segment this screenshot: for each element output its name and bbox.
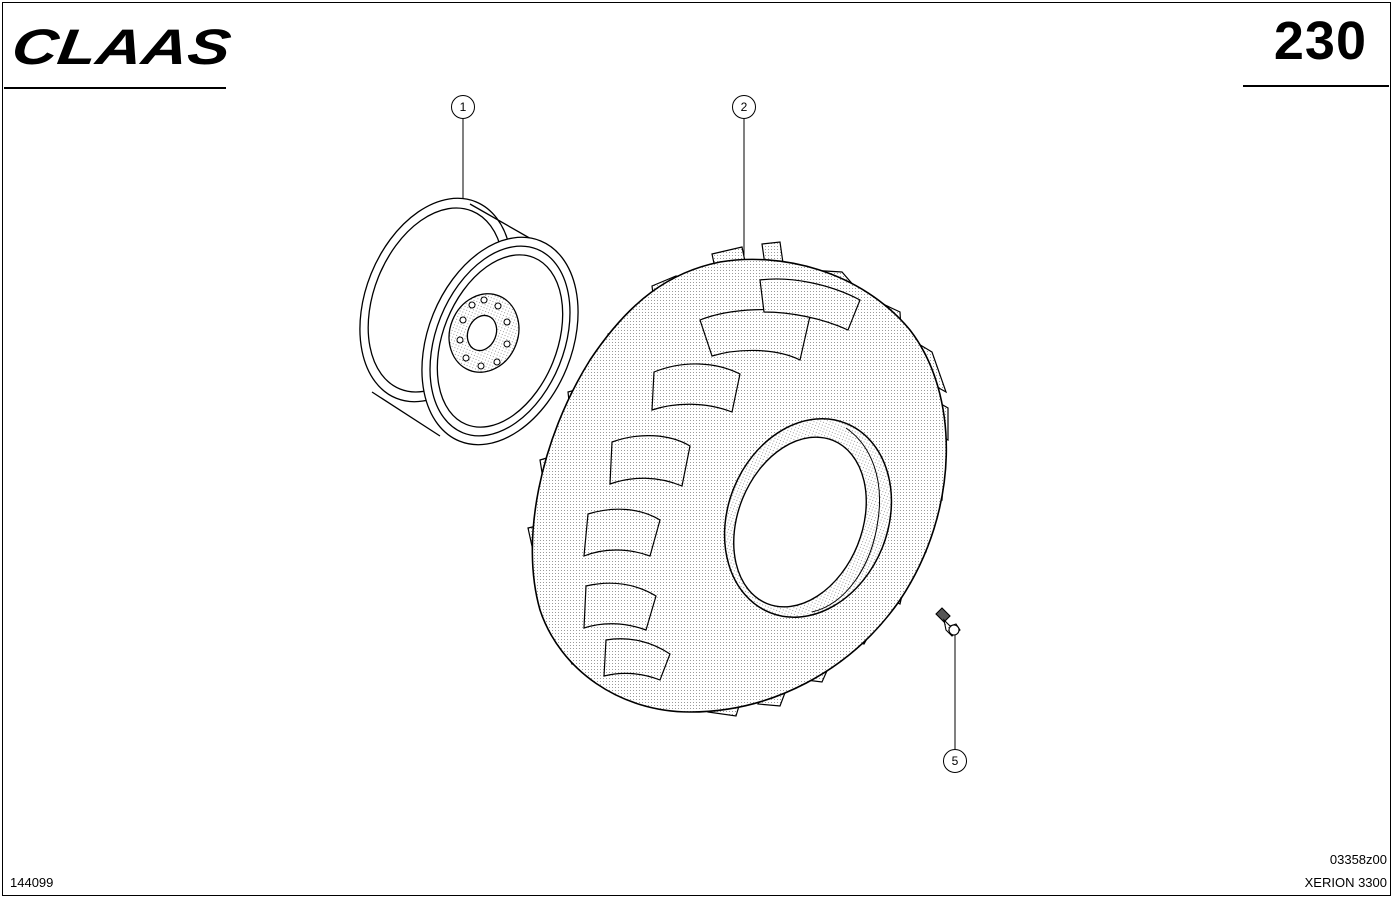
callout-5: 5 (943, 749, 967, 773)
drawing-number: 03358z00 (1329, 852, 1387, 867)
callout-2: 2 (732, 95, 756, 119)
brand-logo-text: CLAAS (12, 22, 234, 70)
document-number: 144099 (10, 875, 54, 890)
wheel-rim-illustration (359, 197, 579, 446)
callout-5-number: 5 (952, 754, 959, 768)
callout-1-number: 1 (460, 100, 467, 114)
callout-1: 1 (451, 95, 475, 119)
tire-illustration (527, 241, 949, 717)
brand-logo: CLAAS (12, 22, 234, 70)
page-number: 230 (1273, 11, 1367, 71)
header-rule-left (4, 87, 226, 89)
header-rule-right (1243, 85, 1389, 87)
valve-illustration (935, 607, 961, 637)
tire-bead-opening-inner (733, 436, 867, 608)
callout-2-number: 2 (741, 100, 748, 114)
model-name: XERION 3300 (1304, 875, 1387, 890)
